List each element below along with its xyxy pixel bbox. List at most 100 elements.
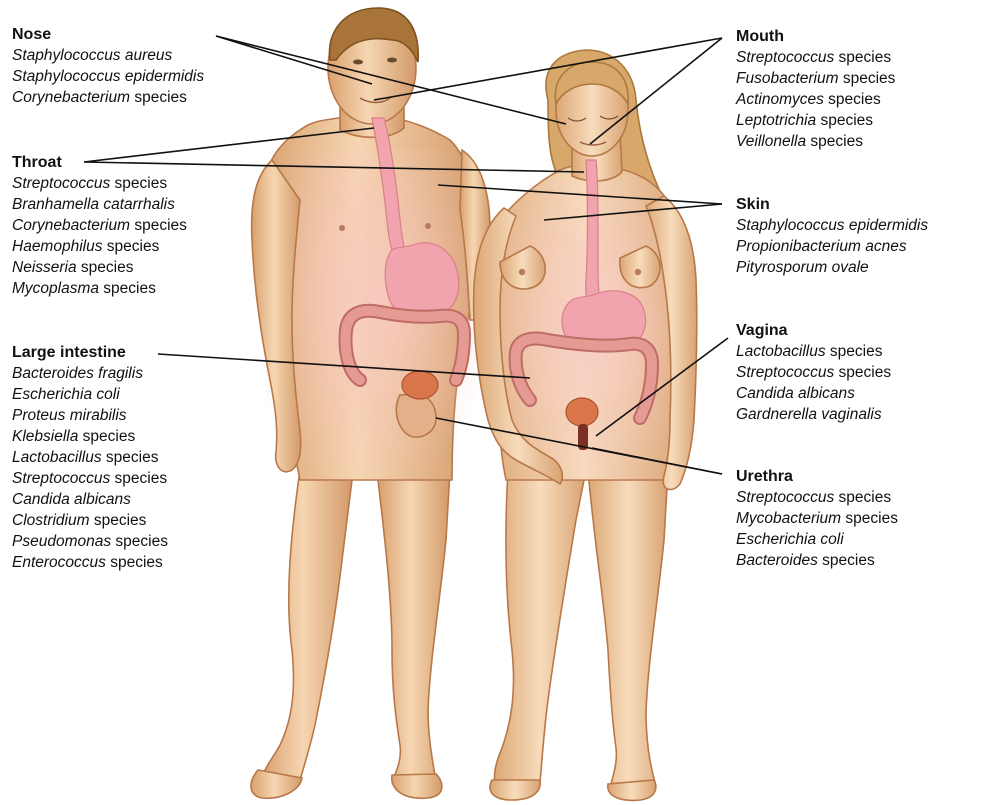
organism-name: Staphylococcus aureus bbox=[12, 47, 172, 64]
male-bladder bbox=[402, 371, 438, 399]
organism-name: Corynebacterium bbox=[12, 89, 130, 106]
urethra-organism: Streptococcus species bbox=[736, 487, 898, 508]
organism-suffix: species bbox=[110, 470, 167, 487]
vagina-heading: Vagina bbox=[736, 320, 891, 341]
female-left-leg bbox=[494, 470, 586, 792]
male-stomach bbox=[385, 243, 459, 318]
female-bladder bbox=[566, 398, 598, 426]
throat-heading: Throat bbox=[12, 152, 187, 173]
organism-suffix: species bbox=[111, 533, 168, 550]
organism-name: Staphylococcus epidermidis bbox=[12, 68, 204, 85]
organism-name: Haemophilus bbox=[12, 238, 102, 255]
organism-name: Streptococcus bbox=[12, 175, 110, 192]
nose-organism: Corynebacterium species bbox=[12, 87, 204, 108]
organism-name: Enterococcus bbox=[12, 554, 106, 571]
throat-organism: Haemophilus species bbox=[12, 236, 187, 257]
organism-suffix: species bbox=[102, 238, 159, 255]
urethra-organism: Mycobacterium species bbox=[736, 508, 898, 529]
vagina-organism: Candida albicans bbox=[736, 383, 891, 404]
organism-name: Streptococcus bbox=[12, 470, 110, 487]
organism-suffix: species bbox=[834, 49, 891, 66]
male-left-leg bbox=[262, 470, 352, 788]
mouth-organism: Veillonella species bbox=[736, 131, 895, 152]
mouth-organism: Leptotrichia species bbox=[736, 110, 895, 131]
organism-suffix: species bbox=[90, 512, 147, 529]
organism-name: Veillonella bbox=[736, 133, 806, 150]
mouth-organism: Fusobacterium species bbox=[736, 68, 895, 89]
organism-suffix: species bbox=[834, 364, 891, 381]
organism-suffix: species bbox=[834, 489, 891, 506]
organism-suffix: species bbox=[106, 554, 163, 571]
organism-name: Bacteroides fragilis bbox=[12, 365, 143, 382]
organism-name: Proteus mirabilis bbox=[12, 407, 127, 424]
organism-suffix: species bbox=[806, 133, 863, 150]
skin-organism: Staphylococcus epidermidis bbox=[736, 215, 928, 236]
organism-suffix: species bbox=[824, 91, 881, 108]
male-right-leg bbox=[378, 470, 450, 789]
organism-suffix: species bbox=[130, 217, 187, 234]
organism-suffix: species bbox=[99, 280, 156, 297]
mouth-organism: Streptococcus species bbox=[736, 47, 895, 68]
urethra-organism: Escherichia coli bbox=[736, 529, 898, 550]
organism-suffix: species bbox=[841, 510, 898, 527]
large-intestine-organism: Escherichia coli bbox=[12, 384, 168, 405]
large-intestine-heading: Large intestine bbox=[12, 342, 168, 363]
organism-name: Escherichia coli bbox=[12, 386, 120, 403]
organism-suffix: species bbox=[826, 343, 883, 360]
organism-name: Propionibacterium acnes bbox=[736, 238, 907, 255]
vagina-organism: Lactobacillus species bbox=[736, 341, 891, 362]
organism-name: Candida albicans bbox=[12, 491, 131, 508]
large-intestine-organism: Klebsiella species bbox=[12, 426, 168, 447]
organism-name: Clostridium bbox=[12, 512, 90, 529]
organism-suffix: species bbox=[110, 175, 167, 192]
organism-suffix: species bbox=[839, 70, 896, 87]
skin-heading: Skin bbox=[736, 194, 928, 215]
vagina-organism: Streptococcus species bbox=[736, 362, 891, 383]
organism-name: Actinomyces bbox=[736, 91, 824, 108]
organism-name: Streptococcus bbox=[736, 364, 834, 381]
organism-name: Staphylococcus epidermidis bbox=[736, 217, 928, 234]
throat-organism: Mycoplasma species bbox=[12, 278, 187, 299]
organism-name: Pseudomonas bbox=[12, 533, 111, 550]
nose-organism: Staphylococcus epidermidis bbox=[12, 66, 204, 87]
vagina-organism: Gardnerella vaginalis bbox=[736, 404, 891, 425]
nose-organism: Staphylococcus aureus bbox=[12, 45, 204, 66]
large-intestine-organism: Lactobacillus species bbox=[12, 447, 168, 468]
organism-name: Pityrosporum ovale bbox=[736, 259, 869, 276]
organism-name: Lactobacillus bbox=[736, 343, 826, 360]
large-intestine-organism: Bacteroides fragilis bbox=[12, 363, 168, 384]
organism-suffix: species bbox=[102, 449, 159, 466]
organism-name: Corynebacterium bbox=[12, 217, 130, 234]
organism-suffix: species bbox=[77, 259, 134, 276]
female-right-leg bbox=[588, 470, 668, 795]
organism-name: Leptotrichia bbox=[736, 112, 816, 129]
organism-suffix: species bbox=[78, 428, 135, 445]
organism-name: Streptococcus bbox=[736, 489, 834, 506]
large-intestine-organism: Clostridium species bbox=[12, 510, 168, 531]
label-urethra: UrethraStreptococcus speciesMycobacteriu… bbox=[736, 466, 898, 571]
organism-name: Streptococcus bbox=[736, 49, 834, 66]
organism-name: Escherichia coli bbox=[736, 531, 844, 548]
male-genitals bbox=[396, 394, 436, 437]
label-skin: SkinStaphylococcus epidermidisPropioniba… bbox=[736, 194, 928, 278]
organism-name: Branhamella catarrhalis bbox=[12, 196, 175, 213]
organism-name: Klebsiella bbox=[12, 428, 78, 445]
organism-name: Gardnerella vaginalis bbox=[736, 406, 882, 423]
throat-organism: Neisseria species bbox=[12, 257, 187, 278]
mouth-organism: Actinomyces species bbox=[736, 89, 895, 110]
large-intestine-organism: Proteus mirabilis bbox=[12, 405, 168, 426]
throat-organism: Streptococcus species bbox=[12, 173, 187, 194]
mouth-heading: Mouth bbox=[736, 26, 895, 47]
male-figure bbox=[251, 8, 490, 798]
organism-name: Bacteroides bbox=[736, 552, 818, 569]
urethra-organism: Bacteroides species bbox=[736, 550, 898, 571]
nose-heading: Nose bbox=[12, 24, 204, 45]
large-intestine-organism: Candida albicans bbox=[12, 489, 168, 510]
organism-name: Lactobacillus bbox=[12, 449, 102, 466]
throat-organism: Branhamella catarrhalis bbox=[12, 194, 187, 215]
organism-name: Mycoplasma bbox=[12, 280, 99, 297]
